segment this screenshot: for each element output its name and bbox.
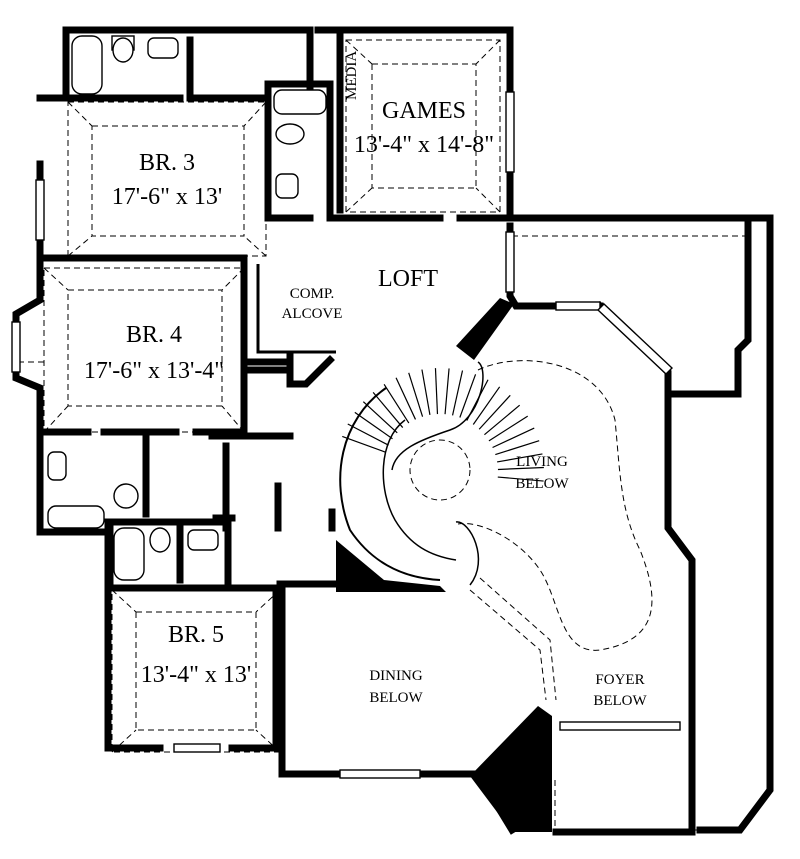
stair-tread bbox=[383, 383, 410, 424]
br4-name: BR. 4 bbox=[126, 322, 182, 348]
stair-tread bbox=[408, 372, 424, 417]
loft-name: LOFT bbox=[378, 266, 438, 292]
living-line2: BELOW bbox=[515, 476, 569, 492]
br5-name: BR. 5 bbox=[168, 622, 224, 648]
games-name: GAMES bbox=[382, 98, 466, 124]
windows bbox=[11, 91, 681, 779]
stair-tread bbox=[472, 386, 501, 425]
stair-tread bbox=[497, 476, 544, 482]
br4-size: 17'-6" x 13'-4" bbox=[84, 358, 224, 384]
spiral-staircase bbox=[339, 361, 544, 586]
games-size: 13'-4" x 14'-8" bbox=[354, 132, 494, 158]
stair-tread bbox=[495, 440, 540, 456]
dining-line2: BELOW bbox=[369, 690, 423, 706]
br3-size: 17'-6" x 13' bbox=[112, 184, 222, 210]
media-label: MEDIA bbox=[344, 51, 360, 100]
foyer-line1: FOYER bbox=[595, 672, 644, 688]
br5-size: 13'-4" x 13' bbox=[141, 662, 251, 688]
room-labels: MEDIA GAMES 13'-4" x 14'-8" BR. 3 17'-6"… bbox=[84, 51, 648, 709]
dining-line1: DINING bbox=[369, 668, 422, 684]
stair-tread bbox=[347, 423, 389, 446]
bath-fixtures bbox=[47, 35, 327, 581]
stair-tread bbox=[497, 453, 543, 463]
stair-tread bbox=[451, 370, 464, 416]
stair-tread bbox=[372, 391, 404, 428]
br3-name: BR. 3 bbox=[139, 150, 195, 176]
living-line1: LIVING bbox=[516, 454, 568, 470]
stair-tread bbox=[484, 404, 521, 436]
stair-tread bbox=[362, 401, 398, 434]
stair-tread bbox=[342, 435, 386, 453]
foyer-line2: BELOW bbox=[593, 693, 647, 709]
stair-tread bbox=[395, 377, 417, 420]
stair-tread bbox=[492, 427, 535, 449]
stair-tread bbox=[478, 394, 511, 430]
stair-tread bbox=[459, 374, 477, 418]
comp-alcove-line2: ALCOVE bbox=[282, 306, 343, 322]
stair-tread bbox=[434, 368, 439, 415]
stair-tread bbox=[497, 466, 544, 471]
walls bbox=[12, 26, 774, 836]
stair-tread bbox=[488, 415, 529, 442]
stair-tread bbox=[354, 411, 393, 440]
solid-wall-masses bbox=[336, 298, 552, 832]
comp-alcove-line1: COMP. bbox=[290, 286, 335, 302]
stair-tread bbox=[421, 369, 431, 415]
stair-tread bbox=[444, 368, 450, 415]
